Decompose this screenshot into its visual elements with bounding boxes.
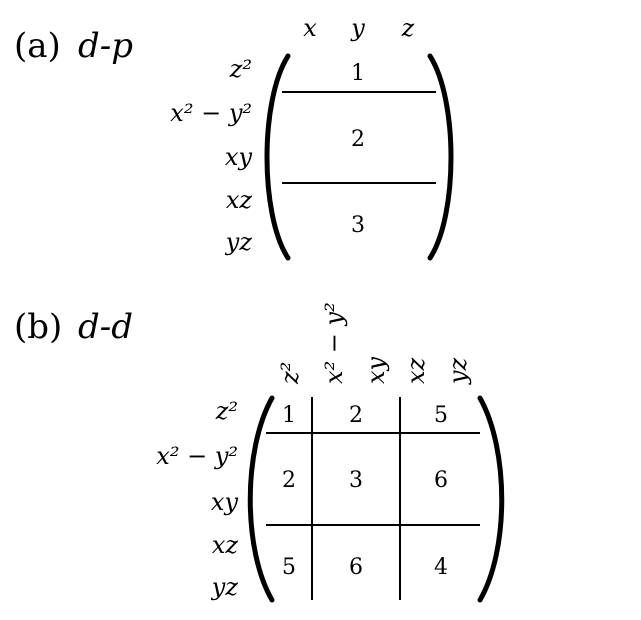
panel-b-row-z2: z² — [215, 397, 238, 425]
panel-a-row-z2: z² — [229, 55, 252, 83]
panel-a-block-2: 2 — [351, 127, 365, 152]
panel-a-right-paren — [427, 53, 454, 261]
panel-a-col-y: y — [350, 14, 365, 42]
panel-a-col-z: z — [401, 14, 415, 42]
panel-a-row-x2y2: x² − y² — [170, 99, 252, 127]
panel-b-cell-r3c3: 4 — [434, 555, 448, 580]
panel-b-row-yz: yz — [211, 573, 239, 601]
panel-a-row-yz: yz — [225, 228, 253, 256]
panel-b-row-xy: xy — [211, 488, 239, 516]
panel-b-cell-r1c2: 2 — [349, 403, 363, 428]
panel-b: (b) d-d z² x² − y² xy xz yz z² x² − y² x… — [14, 302, 505, 603]
panel-a-row-xy: xy — [225, 143, 253, 171]
panel-b-col-xy: xy — [362, 356, 390, 384]
panel-b-cell-r2c3: 6 — [434, 468, 448, 493]
panel-b-right-paren — [477, 395, 505, 603]
panel-b-cell-r2c2: 3 — [349, 468, 363, 493]
panel-a-row-xz: xz — [226, 186, 253, 214]
panel-b-col-yz: yz — [444, 357, 472, 385]
panel-b-cell-r3c2: 6 — [349, 555, 363, 580]
panel-a-label: (a) — [14, 26, 61, 66]
panel-a-left-paren — [264, 53, 291, 261]
panel-b-left-paren — [247, 395, 275, 603]
panel-b-cell-r3c1: 5 — [282, 555, 296, 580]
panel-a-block-3: 3 — [351, 213, 365, 238]
panel-a-col-x: x — [303, 14, 317, 42]
panel-b-cell-r2c1: 2 — [282, 468, 296, 493]
panel-b-row-xz: xz — [212, 531, 239, 559]
panel-b-row-x2y2: x² − y² — [156, 442, 238, 470]
panel-b-cell-r1c1: 1 — [282, 403, 296, 428]
panel-a: (a) d-p x y z z² x² − y² xy xz yz 1 2 3 — [14, 14, 454, 261]
panel-b-label: (b) — [14, 307, 62, 347]
panel-b-col-x2y2: x² − y² — [320, 302, 348, 384]
panel-b-col-xz: xz — [402, 357, 430, 384]
panel-a-title: d-p — [78, 26, 133, 66]
panel-b-title: d-d — [78, 307, 133, 347]
panel-b-col-z2: z² — [276, 362, 304, 385]
panel-a-block-1: 1 — [351, 61, 365, 86]
panel-b-cell-r1c3: 5 — [434, 403, 448, 428]
